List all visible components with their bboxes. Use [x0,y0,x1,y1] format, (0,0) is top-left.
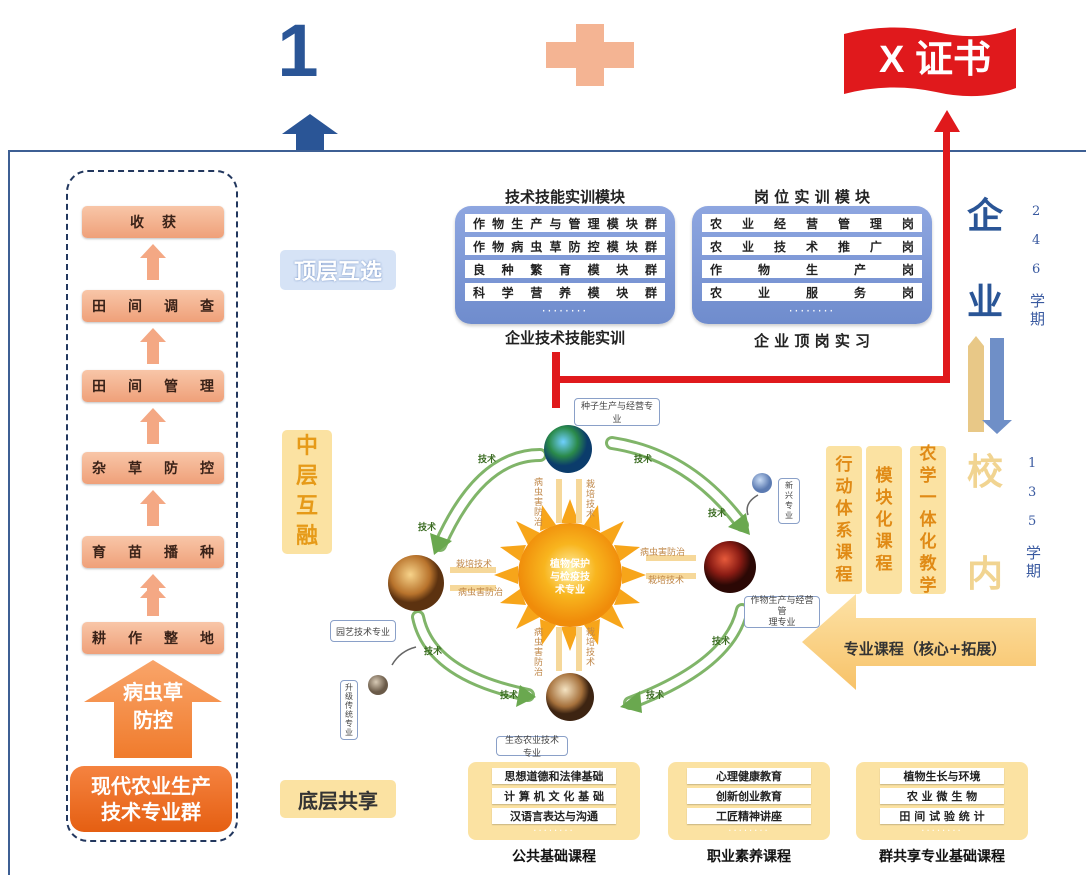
tech-module-row-4: 科学营养模块群 [465,283,665,301]
tech-module-caption: 企业技术技能实训 [504,328,625,347]
arrow-label-3: 技术 [634,455,653,465]
plant-protection-label: 植物保护与检疫技术专业 [550,559,590,596]
process-step-5: 育苗播种 [82,536,224,568]
step-up-arrow-icon [140,584,166,616]
bottom-course-item: 农 业 微 生 物 [880,788,1004,804]
step-up-arrow-icon [140,328,166,364]
enterprise-char-2: 业 [966,282,1003,323]
certificate-label: X 证书 [879,38,991,81]
bottom-course-caption-1: 公共基础课程 [512,849,596,865]
major-course-arrow-icon [802,594,1036,690]
bottom-course-item: 植物生长与环境 [880,768,1004,784]
bottom-course-dots: ········ [921,826,963,837]
arrow-label-2: 技术 [418,523,437,533]
red-connector-up [943,130,950,383]
tech-module-row-3: 良种繁育模块群 [465,260,665,278]
tech-module-row-2: 作物病虫草防控模块群 [465,237,665,255]
post-module-row-4: 农业服务岗 [702,283,922,301]
post-module-title: 岗 位 实 训 模 块 [753,187,871,206]
top-layer-tag: 顶层互选 [280,250,396,290]
process-step-1: 收获 [82,206,224,238]
link-right-a: 病虫害防治 [640,548,686,558]
up-arrow-icon [282,114,338,152]
bottom-course-caption-2: 职业素养课程 [707,849,791,865]
arrow-label-4: 技术 [708,509,727,519]
process-step-3: 田间管理 [82,370,224,402]
number-one: 1 [277,8,319,92]
curriculum-column-2: 模块化课程 [866,446,902,594]
post-module-row-1: 农业经营管理岗 [702,214,922,232]
arrow-label-7: 技术 [424,647,443,657]
link-bottom-a: 病虫害防治 [534,628,544,678]
upgrade-major-callout: 升级传统专业 [340,680,358,740]
major-course-label: 专业课程（核心+拓展） [843,639,1007,658]
bottom-course-item: 汉语言表达与沟通 [492,808,616,824]
tech-module-row-1: 作物生产与管理模块群 [465,214,665,232]
pest-control-arrow-icon [84,660,222,758]
bottom-course-item: 工匠精神讲座 [687,808,811,824]
arrow-label-6: 技术 [646,691,665,701]
bottom-course-caption-3: 群共享专业基础课程 [879,849,1005,865]
bottom-course-item: 田 间 试 验 统 计 [880,808,1004,824]
post-module-caption: 企 业 顶 岗 实 习 [753,331,871,350]
link-left-a: 栽培技术 [456,560,493,570]
link-left-b: 病虫害防治 [458,588,504,598]
bottom-course-item: 创新创业教育 [687,788,811,804]
seed-major-callout: 种子生产与经营专业 [574,398,660,426]
bottom-course-dots: ········ [533,826,575,837]
red-connector-horizontal [552,376,950,383]
school-char-2: 内 [966,554,1003,595]
new-major-callout: 新兴专业 [778,478,800,524]
middle-layer-tag: 中层互融 [282,430,332,554]
step-up-arrow-icon [140,490,166,526]
link-top-b: 栽培技术 [586,480,596,520]
frame-left-line [8,150,10,875]
horticulture-major-callout: 园艺技术专业 [330,620,396,642]
major-network-diagram [368,425,772,721]
step-up-arrow-icon [140,244,166,280]
arrow-label-1: 技术 [478,455,497,465]
process-dashed-box [66,170,238,842]
red-up-arrow-icon [934,110,960,132]
plus-icon [546,24,634,86]
arrow-label-5: 技术 [712,637,731,647]
curriculum-column-3: 农学一体化教学 [910,444,946,596]
bottom-layer-tag: 底层共享 [280,780,396,818]
frame-top-line [8,150,1086,152]
certificate-flag-icon [844,27,1016,97]
crop-major-callout: 作物生产与经营管理专业 [744,596,820,628]
school-char-1: 校 [966,452,1003,493]
post-module-row-2: 农业技术推广岗 [702,237,922,255]
enterprise-char-1: 企 [966,196,1003,237]
pest-control-label: 病虫草 防控 [123,680,183,732]
bottom-course-item: 计 算 机 文 化 基 础 [492,788,616,804]
curriculum-column-1: 行动体系课程 [826,446,862,594]
bottom-course-dots: ········ [728,826,770,837]
eco-agri-major-callout: 生态农业技术专业 [496,736,568,759]
post-module-row-3: 作物生产岗 [702,260,922,278]
exchange-arrows-icon [968,336,1012,434]
process-step-4: 杂草防控 [82,452,224,484]
step-up-arrow-icon [140,408,166,444]
link-right-b: 栽培技术 [648,576,685,586]
tech-module-title: 技术技能实训模块 [504,187,625,206]
link-top-a: 病虫害防治 [534,478,544,528]
link-bottom-b: 栽培技术 [586,628,596,668]
professional-group-box: 现代农业生产 技术专业群 [70,766,232,832]
process-step-2: 田间调查 [82,290,224,322]
arrow-label-8: 技术 [500,691,519,701]
bottom-course-item: 思想道德和法律基础 [492,768,616,784]
process-step-6: 耕作整地 [82,622,224,654]
bottom-course-item: 心理健康教育 [687,768,811,784]
